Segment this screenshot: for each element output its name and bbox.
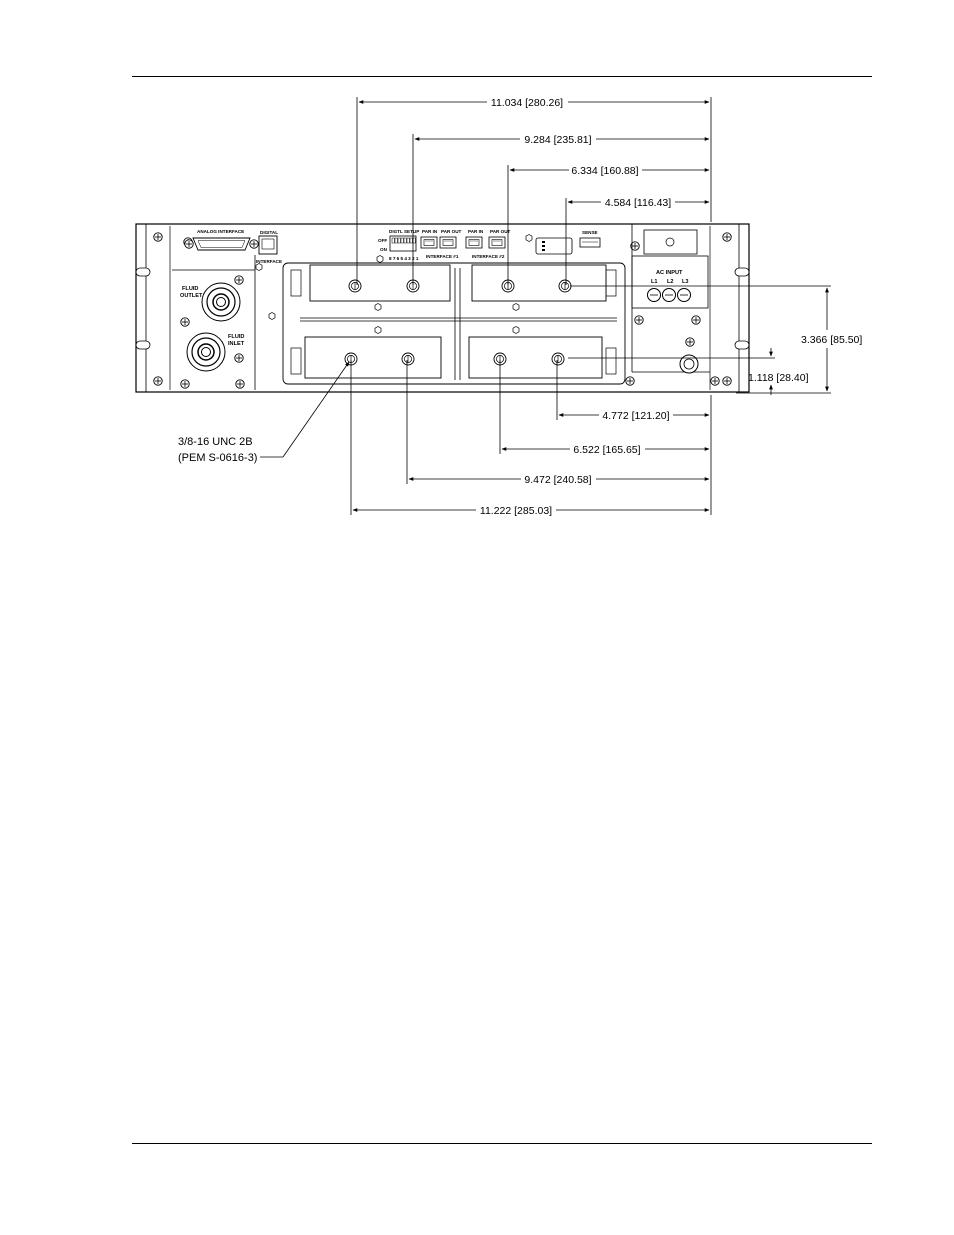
analog-interface-connector: ANALOG INTERFACE <box>184 229 259 251</box>
l1-label: L1 <box>651 279 658 285</box>
digital-interface-port: DIGITAL INTERFACE <box>256 230 282 264</box>
fluid-outlet-label-2: OUTLET <box>180 293 203 299</box>
sense-connector: SENSE <box>579 230 601 248</box>
status-indicator-window <box>535 237 573 255</box>
dim-11-222: 11.222 [285.03] <box>480 505 552 517</box>
output-busbars <box>304 264 607 379</box>
dim-1-118: 1.118 [28.40] <box>748 372 809 384</box>
analog-interface-label: ANALOG INTERFACE <box>197 229 244 234</box>
fluid-section: FLUID OUTLET FLUID INLET <box>172 255 256 390</box>
dim-6-334: 6.334 [160.88] <box>571 165 638 177</box>
par-in-2-label: PAR IN <box>468 229 484 234</box>
par-out-2-label: PAR OUT <box>490 229 511 234</box>
digital-setup-switch: DIGTL SETUP OFF ON 8 7 6 5 4 3 2 1 <box>378 229 419 261</box>
dim-11-034: 11.034 [280.26] <box>491 97 563 109</box>
off-label: OFF <box>378 238 387 243</box>
par-in-1-label: PAR IN <box>422 229 438 234</box>
dim-9-284: 9.284 [235.81] <box>524 134 591 146</box>
switch-numbers-label: 8 7 6 5 4 3 2 1 <box>389 256 419 261</box>
on-label: ON <box>380 247 388 252</box>
dim-3-366: 3.366 [85.50] <box>801 334 862 346</box>
fluid-outlet-fitting <box>201 282 241 322</box>
digital-label: DIGITAL <box>260 230 278 235</box>
l3-label: L3 <box>682 279 689 285</box>
fluid-outlet-label-1: FLUID <box>182 286 198 292</box>
dim-4-772: 4.772 [121.20] <box>602 410 669 422</box>
footer-rule <box>132 1143 872 1144</box>
header-rule <box>132 76 872 77</box>
ac-terminal-block <box>647 288 691 302</box>
interface-1-label: INTERFACE #1 <box>426 254 459 259</box>
ac-input-label: AC INPUT <box>656 270 683 276</box>
l2-label: L2 <box>667 279 674 285</box>
interface-2-ports: PAR IN PAR OUT INTERFACE #2 <box>465 229 511 259</box>
digtl-setup-label: DIGTL SETUP <box>389 229 419 234</box>
fluid-inlet-label-2: INLET <box>228 341 245 347</box>
dimension-lines <box>282 97 831 515</box>
dim-9-472: 9.472 [240.58] <box>524 474 591 486</box>
callout-line-1: 3/8-16 UNC 2B <box>178 436 253 448</box>
sense-label: SENSE <box>582 230 598 235</box>
par-out-1-label: PAR OUT <box>441 229 462 234</box>
fluid-inlet-label-1: FLUID <box>228 334 244 340</box>
interface-2-label: INTERFACE #2 <box>472 254 505 259</box>
dim-6-522: 6.522 [165.65] <box>573 444 640 456</box>
dim-4-584: 4.584 [116.43] <box>605 197 671 209</box>
interface-label: INTERFACE <box>256 259 282 264</box>
fluid-inlet-fitting <box>186 332 226 372</box>
interface-1-ports: PAR IN PAR OUT INTERFACE #1 <box>420 229 462 259</box>
callout-line-2: (PEM S-0616-3) <box>178 452 257 464</box>
ground-stud <box>679 354 699 374</box>
